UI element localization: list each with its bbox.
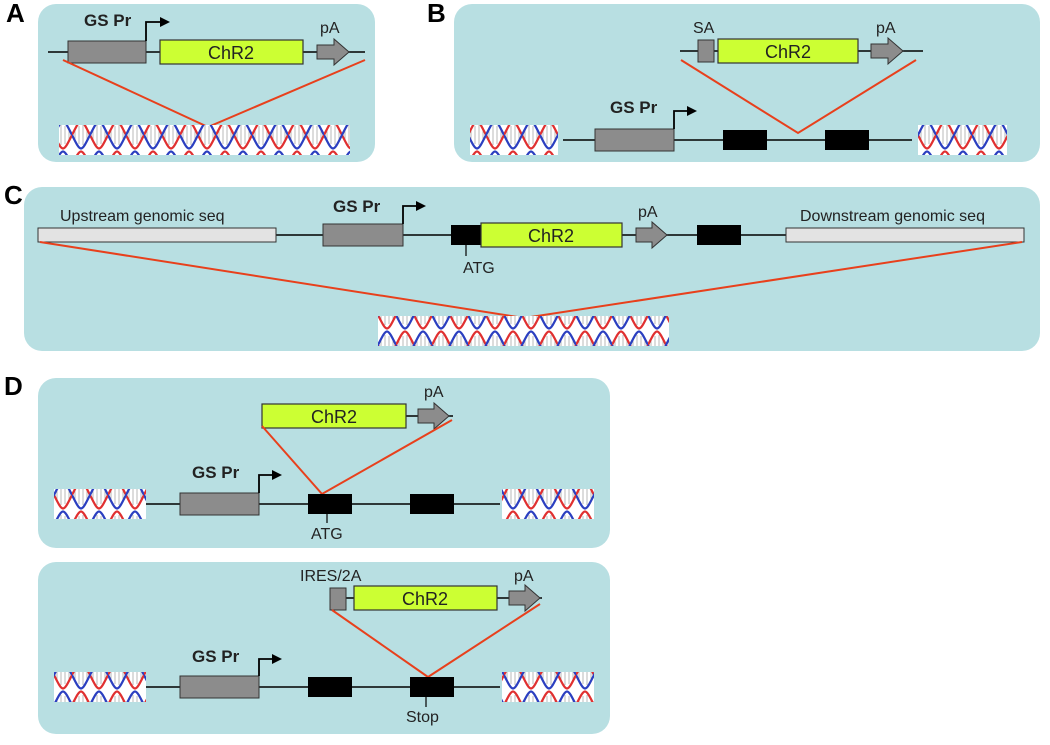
- panel-letter-a: A: [6, 0, 25, 28]
- promoter-label: GS Pr: [333, 197, 381, 216]
- upstream-label: Upstream genomic seq: [60, 208, 225, 225]
- upstream-arm-box: [37, 227, 277, 243]
- panel-c-construct: Upstream genomic seq GS Pr ChR2 ATG pA D…: [37, 197, 1025, 277]
- promoter-box: [179, 675, 260, 699]
- tss-arrow-icon: [258, 470, 282, 493]
- chr2-box: [353, 585, 498, 611]
- panel-a-construct: GS Pr ChR2 pA: [48, 11, 365, 67]
- exon-box: [410, 494, 454, 514]
- downstream-arm-box: [785, 227, 1025, 243]
- panel-letter-c: C: [4, 180, 23, 210]
- splice-acceptor-box: [697, 39, 715, 63]
- chr2-label: ChR2: [311, 407, 357, 427]
- panel-d-bottom-locus: GS Pr Stop: [54, 647, 594, 726]
- exon-box: [451, 225, 481, 245]
- panel-d-bottom-background: [38, 562, 610, 734]
- chr2-label: ChR2: [208, 43, 254, 63]
- polya-arrow-icon: [635, 220, 668, 250]
- exon-box: [410, 677, 454, 697]
- chr2-box: [480, 222, 623, 248]
- dna-helix-icon: [59, 125, 350, 155]
- chr2-box: [261, 403, 407, 429]
- dna-helix-icon: [470, 125, 558, 155]
- polya-label: pA: [876, 20, 896, 37]
- panel-b-targeting-vector: SA ChR2 pA: [680, 20, 923, 66]
- start-codon-label: ATG: [463, 260, 495, 277]
- tss-arrow-icon: [145, 17, 170, 41]
- exon-box: [308, 494, 352, 514]
- polya-arrow-icon: [870, 36, 904, 66]
- exon-box: [697, 225, 741, 245]
- panel-letter-b: B: [427, 0, 446, 28]
- promoter-label: GS Pr: [610, 98, 658, 117]
- polya-arrow-icon: [316, 37, 350, 67]
- promoter-label: GS Pr: [192, 647, 240, 666]
- polya-label: pA: [514, 568, 534, 585]
- dna-helix-icon: [918, 125, 1007, 155]
- stop-codon-label: Stop: [406, 709, 439, 726]
- tss-arrow-icon: [673, 106, 697, 129]
- downstream-label: Downstream genomic seq: [800, 208, 985, 225]
- polya-arrow-icon: [417, 401, 450, 431]
- chr2-box: [159, 39, 304, 65]
- dna-helix-icon: [378, 316, 669, 346]
- chr2-box: [717, 38, 859, 64]
- dna-helix-icon: [502, 672, 594, 702]
- splice-acceptor-label: SA: [693, 20, 715, 37]
- insertion-lines: [680, 59, 917, 135]
- dna-helix-icon: [54, 672, 146, 702]
- chr2-label: ChR2: [402, 589, 448, 609]
- panel-d-top-locus: GS Pr ATG: [54, 463, 594, 543]
- polya-label: pA: [638, 204, 658, 221]
- start-codon-label: ATG: [311, 526, 343, 543]
- promoter-label: GS Pr: [84, 11, 132, 30]
- tss-arrow-icon: [258, 654, 282, 676]
- tss-arrow-icon: [402, 201, 426, 224]
- promoter-box: [67, 40, 147, 64]
- dna-helix-icon: [54, 489, 146, 519]
- exon-box: [308, 677, 352, 697]
- chr2-label: ChR2: [528, 226, 574, 246]
- polya-arrow-icon: [508, 583, 541, 613]
- promoter-box: [594, 128, 675, 152]
- polya-label: pA: [424, 384, 444, 401]
- panel-letter-d: D: [4, 371, 23, 401]
- panel-b-genomic-locus: GS Pr: [470, 98, 1007, 155]
- dna-helix-icon: [502, 489, 594, 519]
- ires-label: IRES/2A: [300, 568, 362, 585]
- exon-box: [723, 130, 767, 150]
- polya-label: pA: [320, 20, 340, 37]
- panel-d-top-vector: ChR2 pA: [261, 384, 453, 431]
- promoter-box: [322, 223, 404, 247]
- chr2-label: ChR2: [765, 42, 811, 62]
- ires-box: [329, 587, 347, 611]
- exon-box: [825, 130, 869, 150]
- promoter-box: [179, 492, 260, 516]
- promoter-label: GS Pr: [192, 463, 240, 482]
- panel-d-bottom-vector: IRES/2A ChR2 pA: [300, 568, 542, 613]
